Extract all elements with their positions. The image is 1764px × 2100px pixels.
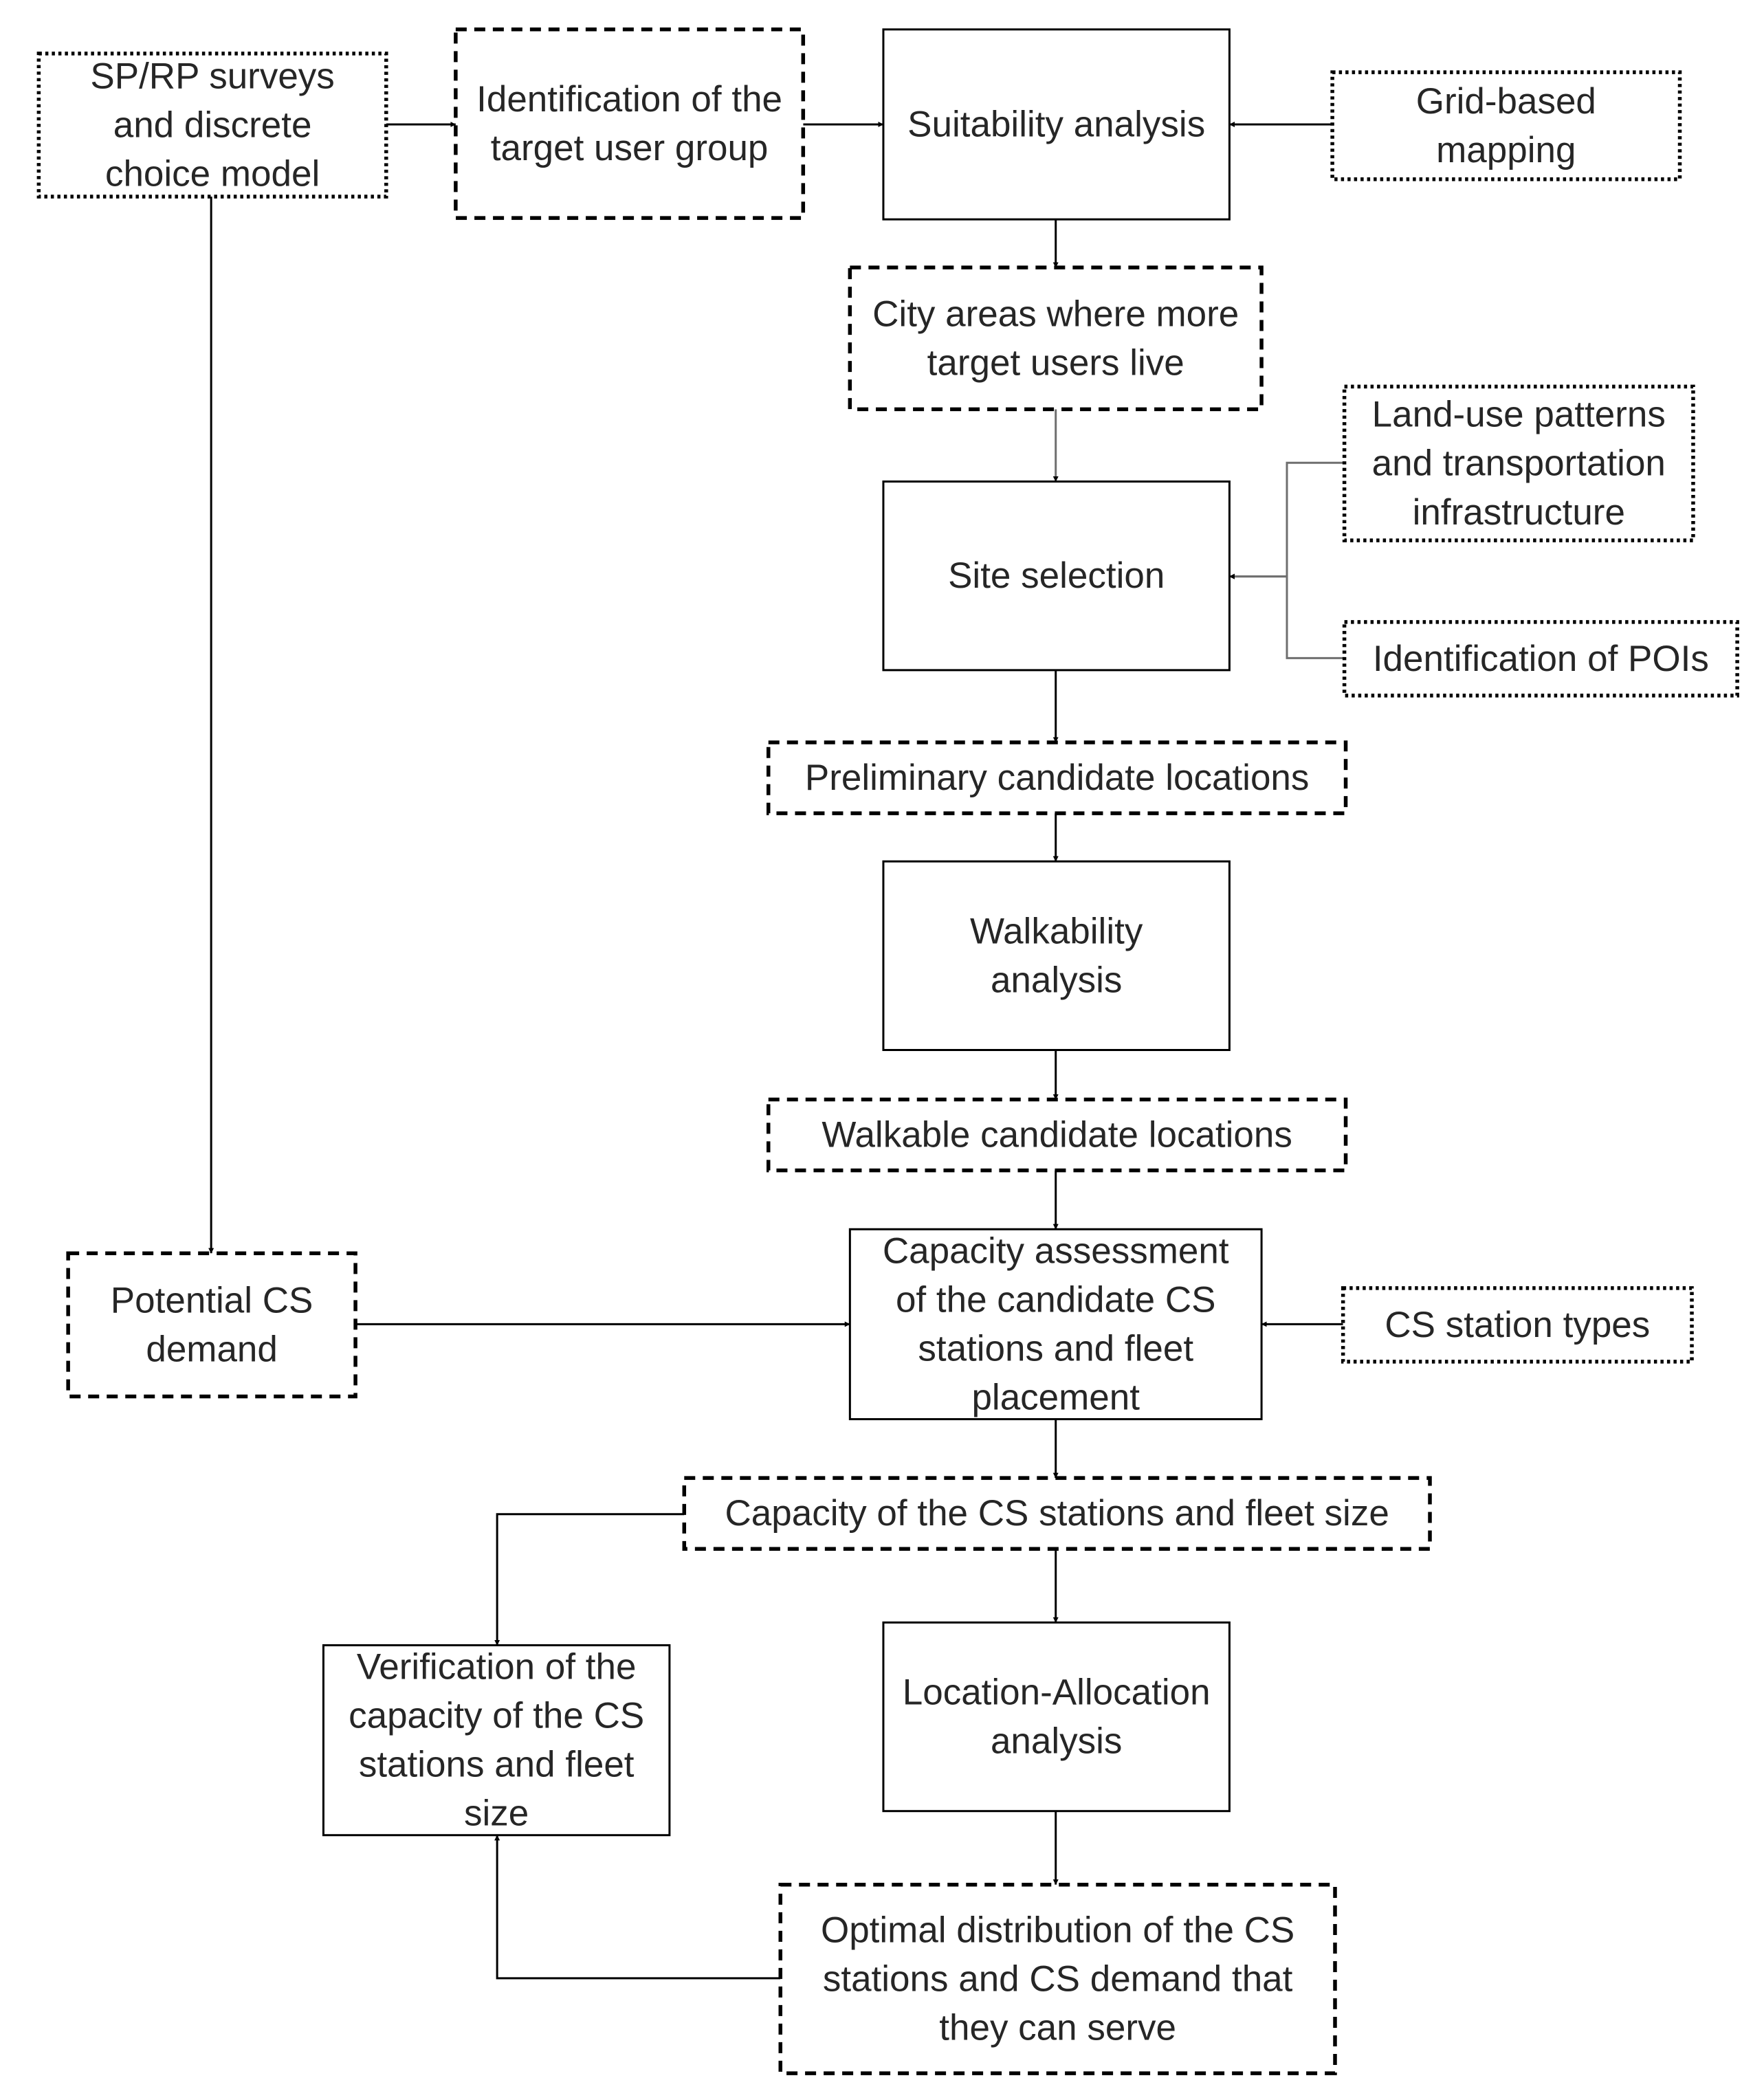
node-label: analysis: [991, 960, 1122, 1000]
node-label: Capacity of the CS stations and fleet si…: [725, 1493, 1389, 1534]
node-label: Site selection: [948, 555, 1165, 596]
node-label: and discrete: [113, 104, 312, 145]
node-box: [36, 52, 388, 199]
edges-layer: [208, 121, 1345, 1980]
node-box: [66, 1251, 357, 1399]
node-site-selection: Site selection: [882, 480, 1231, 672]
node-target-group: Identification of the target user group: [454, 27, 806, 220]
node-box: [848, 265, 1264, 412]
arrow-optimal-distribution-to-verification: [494, 1835, 781, 1980]
node-label: demand: [146, 1329, 278, 1369]
node-label: Capacity assessment: [883, 1230, 1229, 1271]
node-walkable: Walkable candidate locations: [767, 1097, 1348, 1173]
node-box: [767, 1097, 1348, 1173]
node-label: size: [464, 1793, 529, 1834]
node-box: [882, 1621, 1231, 1813]
node-suitability: Suitability analysis: [882, 28, 1231, 221]
node-label: analysis: [991, 1721, 1122, 1762]
node-box: [767, 740, 1348, 815]
node-label: Grid-based: [1416, 81, 1596, 122]
node-label: mapping: [1436, 130, 1576, 170]
node-label: Identification of the: [476, 79, 782, 120]
node-label: Land-use patterns: [1372, 395, 1666, 435]
node-box: [882, 480, 1231, 672]
node-label: they can serve: [939, 2007, 1176, 2048]
node-label: target user group: [491, 128, 769, 168]
node-label: placement: [971, 1377, 1140, 1417]
node-box: [1341, 1286, 1694, 1364]
node-capacity-assessment: Capacity assessment of the candidate CS st…: [848, 1228, 1263, 1421]
node-optimal-distribution: Optimal distribution of the CS stations a…: [778, 1882, 1337, 2075]
node-location-allocation: Location-Allocation analysis: [882, 1621, 1231, 1813]
node-box: [882, 860, 1231, 1052]
node-box: [848, 1228, 1263, 1421]
node-verification: Verification of the capacity of the CS sta…: [322, 1644, 671, 1837]
node-pois: Identification of POIs: [1342, 620, 1739, 698]
arrow-pois-to-site-selection: [1229, 573, 1345, 659]
node-box: [1330, 70, 1682, 181]
node-label: Verification of the: [357, 1647, 637, 1688]
node-land-use: Land-use patterns and transportation infra…: [1342, 384, 1695, 542]
node-label: Walkable candidate locations: [822, 1115, 1292, 1156]
node-label: stations and fleet: [918, 1328, 1193, 1369]
node-label: Optimal distribution of the CS: [821, 1910, 1294, 1950]
node-preliminary: Preliminary candidate locations: [767, 740, 1348, 815]
node-label: Location-Allocation: [903, 1672, 1211, 1712]
node-box: [322, 1644, 671, 1837]
node-grid-mapping: Grid-based mapping: [1330, 70, 1682, 181]
node-label: SP/RP surveys: [90, 56, 334, 96]
arrow-capacity-fleet-to-verification: [494, 1513, 685, 1646]
node-label: stations and CS demand that: [823, 1958, 1293, 1999]
node-city-areas: City areas where more target users live: [848, 265, 1264, 412]
node-potential-demand: Potential CS demand: [66, 1251, 357, 1399]
node-sp-rp: SP/RP surveys and discrete choice model: [36, 52, 388, 199]
node-label: of the candidate CS: [896, 1279, 1216, 1320]
node-label: Potential CS: [111, 1280, 313, 1320]
node-box: [882, 28, 1231, 221]
node-box: [682, 1476, 1432, 1551]
node-box: [1342, 384, 1695, 542]
node-label: stations and fleet: [359, 1745, 635, 1785]
node-label: Preliminary candidate locations: [805, 758, 1310, 798]
node-box: [1342, 620, 1739, 698]
node-label: choice model: [105, 153, 320, 194]
node-label: Walkability: [970, 911, 1143, 951]
node-box: [778, 1882, 1337, 2075]
node-label: capacity of the CS: [349, 1696, 644, 1736]
node-label: and transportation: [1372, 443, 1666, 484]
node-station-types: CS station types: [1341, 1286, 1694, 1364]
node-label: target users live: [927, 342, 1184, 383]
node-label: Suitability analysis: [907, 104, 1205, 144]
node-label: Identification of POIs: [1373, 639, 1709, 679]
node-label: CS station types: [1385, 1305, 1650, 1345]
node-label: infrastructure: [1413, 492, 1625, 533]
node-capacity-fleet: Capacity of the CS stations and fleet si…: [682, 1476, 1432, 1551]
node-label: City areas where more: [872, 294, 1239, 334]
node-box: [454, 27, 806, 220]
arrow-land-use-to-site-selection: [1229, 461, 1345, 579]
node-walkability: Walkability analysis: [882, 860, 1231, 1052]
